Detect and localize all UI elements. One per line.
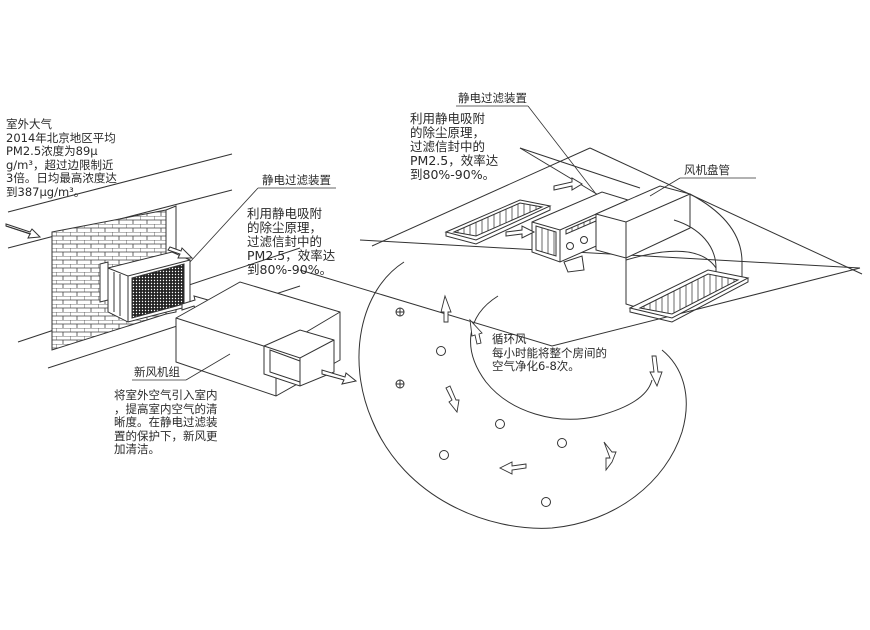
fresh-air-unit-description: 将室外空气引入室内 ，提高室内空气的清 晰度。在静电过滤装 置的保护下，新风更 … (114, 388, 218, 457)
right-filter-title: 静电过滤装置 (458, 91, 527, 105)
unit-desc-line: 将室外空气引入室内 (114, 388, 218, 402)
outdoor-air-label: 室外大气 2014年北京地区平均 PM2.5浓度为89μ g/m³，超过边限制近… (6, 117, 117, 199)
left-filter-desc-line: 过滤信封中的 (247, 234, 323, 249)
right-filter-desc-line: PM2.5，效率达 (410, 153, 499, 168)
outdoor-air-title: 室外大气 (6, 117, 52, 131)
right-filter-desc-line: 过滤信封中的 (410, 139, 486, 154)
outdoor-air-line: 3倍。日均最高浓度达 (6, 171, 117, 185)
circulation-title: 循环风 (492, 332, 527, 346)
outdoor-air-line: PM2.5浓度为89μ (6, 144, 98, 158)
left-filter-description: 利用静电吸附 的除尘原理， 过滤信封中的 PM2.5，效率达 到80%-90%。 (247, 207, 335, 277)
unit-desc-line: 晰度。在静电过滤装 (114, 415, 218, 429)
ceiling-air-arrows (505, 177, 583, 239)
ceiling-diffusers (395, 307, 567, 507)
left-filter-desc-line: PM2.5，效率达 (247, 248, 336, 263)
supply-grille (444, 199, 552, 245)
left-filter-title: 静电过滤装置 (262, 173, 331, 187)
fresh-air-unit (175, 281, 341, 397)
fan-coil-title: 风机盘管 (684, 163, 730, 177)
unit-desc-line: 置的保护下，新风更 (114, 428, 218, 443)
wall-filter-box (99, 251, 191, 323)
left-filter-desc-line: 利用静电吸附 (247, 206, 323, 221)
outlet-arrow (321, 369, 358, 385)
circulation-ring (358, 261, 687, 529)
right-filter-desc-line: 到80%-90%。 (410, 167, 496, 182)
return-grille (628, 269, 750, 323)
filter-arrows (167, 246, 210, 311)
right-filter-description: 利用静电吸附 的除尘原理， 过滤信封中的 PM2.5，效率达 到80%-90%。 (410, 112, 498, 182)
left-filter-desc-line: 到80%-90%。 (247, 262, 333, 277)
circulation-line: 每小时能将整个房间的 (492, 345, 607, 360)
outdoor-air-arrow (5, 223, 42, 239)
unit-desc-line: ，提高室内空气的清 (114, 401, 218, 416)
circulation-label: 循环风 每小时能将整个房间的 空气净化6-8次。 (492, 332, 607, 374)
outdoor-air-line: 2014年北京地区平均 (6, 130, 116, 145)
outdoor-air-line: g/m³，超过边限制近 (6, 157, 114, 172)
right-filter-desc-line: 利用静电吸附 (410, 111, 486, 126)
leader-lines (132, 105, 756, 381)
outdoor-air-line: 到387μg/m³。 (6, 184, 86, 199)
circulation-line: 空气净化6-8次。 (492, 359, 580, 373)
fresh-air-unit-title: 新风机组 (134, 365, 180, 379)
right-filter-desc-line: 的除尘原理， (410, 125, 486, 140)
circulation-arrows (440, 294, 663, 475)
unit-desc-line: 加清洁。 (114, 442, 160, 456)
left-filter-desc-line: 的除尘原理， (247, 220, 323, 235)
